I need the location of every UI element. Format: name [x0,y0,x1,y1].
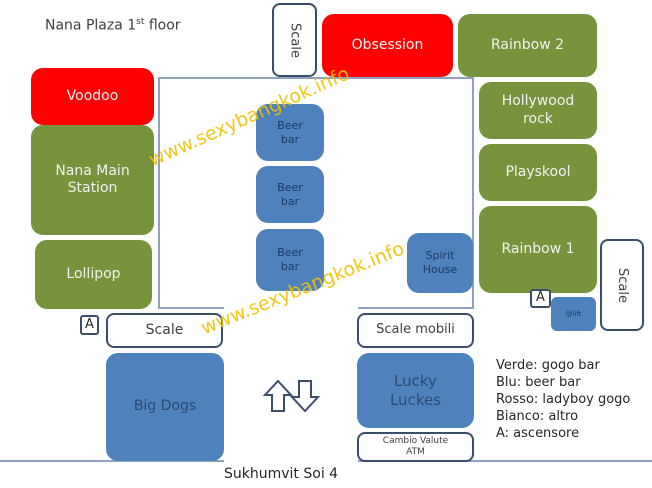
venue-obsession[interactable]: Obsession [322,14,453,77]
title-suffix: floor [144,17,181,34]
courtyard-left-wall [158,77,160,309]
venue-label: Beer bar [277,180,303,208]
cambio-label: Cambio Valute ATM [382,436,449,457]
venue-label: Beer bar [277,118,303,146]
venue-label: Rainbow 2 [490,36,565,53]
venue-label: Lucky Luckes [389,371,442,409]
venue-rainbow-2[interactable]: Rainbow 2 [458,14,597,77]
stairs-left[interactable]: Scale [106,313,223,348]
courtyard-top-wall [158,77,474,79]
escalator-label: Scale mobili [376,322,455,338]
street-label: Sukhumvit Soi 4 [224,466,339,482]
venue-playskool[interactable]: Playskool [479,144,597,201]
elevator-marker-right[interactable]: A [530,289,551,308]
stairs-label: Scale [615,267,631,303]
legend-item-white: Bianco: altro [496,409,579,424]
elevator-marker-left[interactable]: A [80,315,99,335]
venue-voodoo[interactable]: Voodoo [31,68,154,125]
courtyard-bottom-left-wall [158,307,224,309]
legend-item-elevator: A: ascensore [496,426,580,441]
venue-label: Nana Main Station [55,162,130,197]
map-title: Nana Plaza 1st floor [45,17,181,34]
venue-label: Obsession [351,36,424,53]
street-edge-right [358,460,652,462]
street-edge-left [0,460,224,462]
venue-big-dogs[interactable]: Big Dogs [106,353,224,461]
venue-beer-bar-1[interactable]: Beer bar [256,104,324,161]
venue-beer-bar-2[interactable]: Beer bar [256,166,324,223]
legend: Verde: gogo bar Blu: beer bar Rosso: lad… [496,357,630,442]
legend-item-red: Rosso: ladyboy gogo [496,392,631,407]
venue-beer-bar-3[interactable]: Beer bar [256,229,324,291]
venue-label: Playskool [505,163,571,180]
venue-lollipop[interactable]: Lollipop [35,240,152,309]
escalator[interactable]: Scale mobili [357,313,474,348]
title-superscript: st [136,17,145,27]
venue-hollywood-rock[interactable]: Hollywood rock [479,82,597,139]
stairs-label: Scale [145,321,184,338]
stairs-right[interactable]: Scale [600,239,644,331]
up-down-arrows-icon [262,379,321,413]
legend-item-blue: Blu: beer bar [496,375,581,390]
venue-label: Spirit House [422,249,458,276]
venue-lucky-luckes[interactable]: Lucky Luckes [357,353,474,428]
venue-label: Voodoo [66,87,119,104]
cambio-atm[interactable]: Cambio Valute ATM [357,432,474,462]
stairs-top[interactable]: Scale [272,3,317,77]
venue-label: Beer bar [277,246,303,273]
courtyard-bottom-right-wall [358,307,474,309]
venue-spirit-house[interactable]: Spirit House [407,233,473,293]
elevator-label: A [85,316,94,332]
lift[interactable]: @lift [551,297,596,331]
venue-nana-main-station[interactable]: Nana Main Station [31,125,154,235]
title-text: Nana Plaza 1 [45,17,137,34]
entrance-arrows [262,378,328,414]
venue-label: Rainbow 1 [501,240,575,257]
venue-label: Lollipop [66,265,121,282]
venue-rainbow-1[interactable]: Rainbow 1 [479,206,597,293]
legend-item-green: Verde: gogo bar [496,358,600,373]
courtyard-right-wall [472,77,474,309]
elevator-label: A [536,290,545,306]
venue-label: Big Dogs [133,398,197,415]
stairs-label: Scale [287,22,303,58]
venue-label: Hollywood rock [501,93,575,127]
lift-label: @lift [565,309,582,318]
